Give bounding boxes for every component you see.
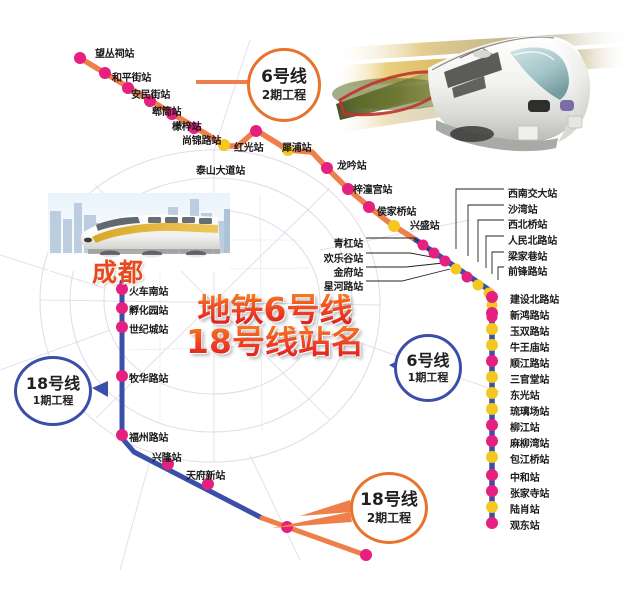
- badge-line-label: 6号线: [261, 67, 307, 87]
- badge-phase-label: 1期工程: [32, 394, 74, 407]
- station-label: 顺江路站: [510, 359, 550, 370]
- station-label: 柳江站: [510, 423, 540, 434]
- station-label: 尚锦路站: [182, 136, 222, 147]
- station-dots-line18: [116, 283, 372, 561]
- station-label: 欢乐谷站: [323, 254, 363, 265]
- station-label: 人民北路站: [508, 236, 557, 247]
- station-label: 西南交大站: [508, 189, 557, 200]
- badge-phase-label: 1期工程: [407, 371, 449, 384]
- station-label: 侯家桥站: [377, 207, 417, 218]
- photo-train-left: [48, 193, 230, 271]
- station-label: 青杠站: [333, 239, 364, 250]
- station-label: 孵化园站: [129, 306, 169, 317]
- station-dots-line6-phase2: [74, 52, 400, 232]
- station-label: 梁家巷站: [508, 252, 548, 263]
- line18-phase1-track: [119, 279, 265, 521]
- station-label: 张家寺站: [510, 489, 550, 500]
- station-label: 东光站: [510, 391, 540, 402]
- station-label: 兴隆站: [152, 453, 182, 464]
- station-label: 和平街站: [112, 73, 152, 84]
- station-label: 梓潼宫站: [353, 185, 393, 196]
- badge-line18-phase1: 18号线 1期工程: [14, 356, 92, 426]
- station-label: 玉双路站: [510, 327, 550, 338]
- station-label: 金府站: [333, 268, 364, 279]
- station-label: 新鸿路站: [510, 311, 550, 322]
- station-label: 牧华路站: [129, 374, 169, 385]
- station-label: 望丛祠站: [95, 49, 135, 60]
- station-label: 天府新站: [186, 471, 226, 482]
- station-label: 安民街站: [131, 90, 171, 101]
- city-label: 成都: [92, 258, 145, 287]
- page-title-line2: 18号线站名: [186, 322, 364, 362]
- badge-line-label: 6号线: [406, 351, 450, 370]
- leader-lines-left: [366, 237, 451, 282]
- badge-line-label: 18号线: [360, 490, 418, 510]
- station-label: 沙湾站: [508, 205, 538, 216]
- station-label: 牛王庙站: [510, 343, 550, 354]
- badge-line18-phase2: 18号线 2期工程: [350, 472, 428, 544]
- badge-phase-label: 2期工程: [366, 511, 412, 525]
- leader-lines-right: [455, 188, 504, 280]
- badge-phase-label: 2期工程: [261, 88, 307, 102]
- photo-train-top-right: [332, 8, 632, 168]
- station-label: 中和站: [510, 473, 540, 484]
- station-label: 西北桥站: [508, 220, 548, 231]
- line18-phase2-track: [259, 515, 371, 559]
- station-label: 琉璃场站: [510, 407, 550, 418]
- badge-line6-phase2: 6号线 2期工程: [247, 48, 321, 122]
- station-label: 麻柳湾站: [510, 439, 550, 450]
- station-label: 泰山大道站: [196, 166, 245, 177]
- station-label: 包江桥站: [510, 455, 550, 466]
- page-title-line1: 地铁6号线: [186, 293, 364, 326]
- station-label: 前锋路站: [508, 267, 548, 278]
- station-dots-line6-phase1-column: [486, 291, 498, 529]
- station-label: 龙吟站: [337, 161, 367, 172]
- badge-line-label: 18号线: [25, 374, 81, 393]
- station-label: 福州路站: [129, 433, 169, 444]
- station-label: 兴盛站: [410, 221, 440, 232]
- badge-line6-phase1: 6号线 1期工程: [394, 334, 462, 402]
- station-label: 红光站: [234, 143, 264, 154]
- station-label: 三官堂站: [510, 375, 550, 386]
- page-title: 地铁6号线 18号线站名: [186, 293, 364, 362]
- station-label: 犀浦站: [282, 143, 312, 154]
- station-label: 建设北路站: [510, 295, 559, 306]
- station-label: 星河路站: [323, 282, 363, 293]
- station-label: 火车南站: [129, 287, 169, 298]
- station-label: 陆肖站: [510, 505, 540, 516]
- station-label: 观东站: [510, 521, 540, 532]
- station-label: 檬梓站: [172, 122, 202, 133]
- station-label: 世纪城站: [129, 325, 169, 336]
- station-label: 郫筒站: [152, 107, 182, 118]
- line6-phase2-track: [77, 55, 419, 243]
